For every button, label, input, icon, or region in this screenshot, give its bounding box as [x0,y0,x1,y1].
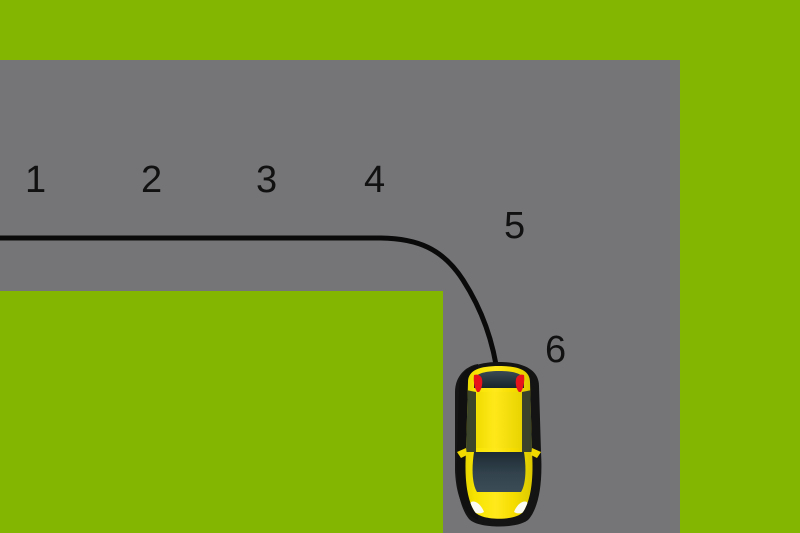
car-taillight-left [473,374,483,393]
marker-3: 3 [256,159,277,201]
yellow-car-top-view[interactable] [455,362,542,527]
grass-inner-block [0,291,443,533]
marker-6: 6 [545,329,566,371]
car-mirror-left [457,448,467,458]
marker-4: 4 [364,159,385,201]
marker-2: 2 [141,159,162,201]
driving-path-trajectory [0,235,501,381]
car-windshield [472,452,526,492]
car-pillar-right [522,390,532,452]
car-mirror-right [531,448,541,458]
car-roof-panel [476,392,522,448]
car-pillar-left [466,390,476,452]
car-taillight-right [515,374,525,393]
car-rear-window [474,371,524,388]
marker-1: 1 [25,159,46,201]
marker-5: 5 [504,205,525,247]
